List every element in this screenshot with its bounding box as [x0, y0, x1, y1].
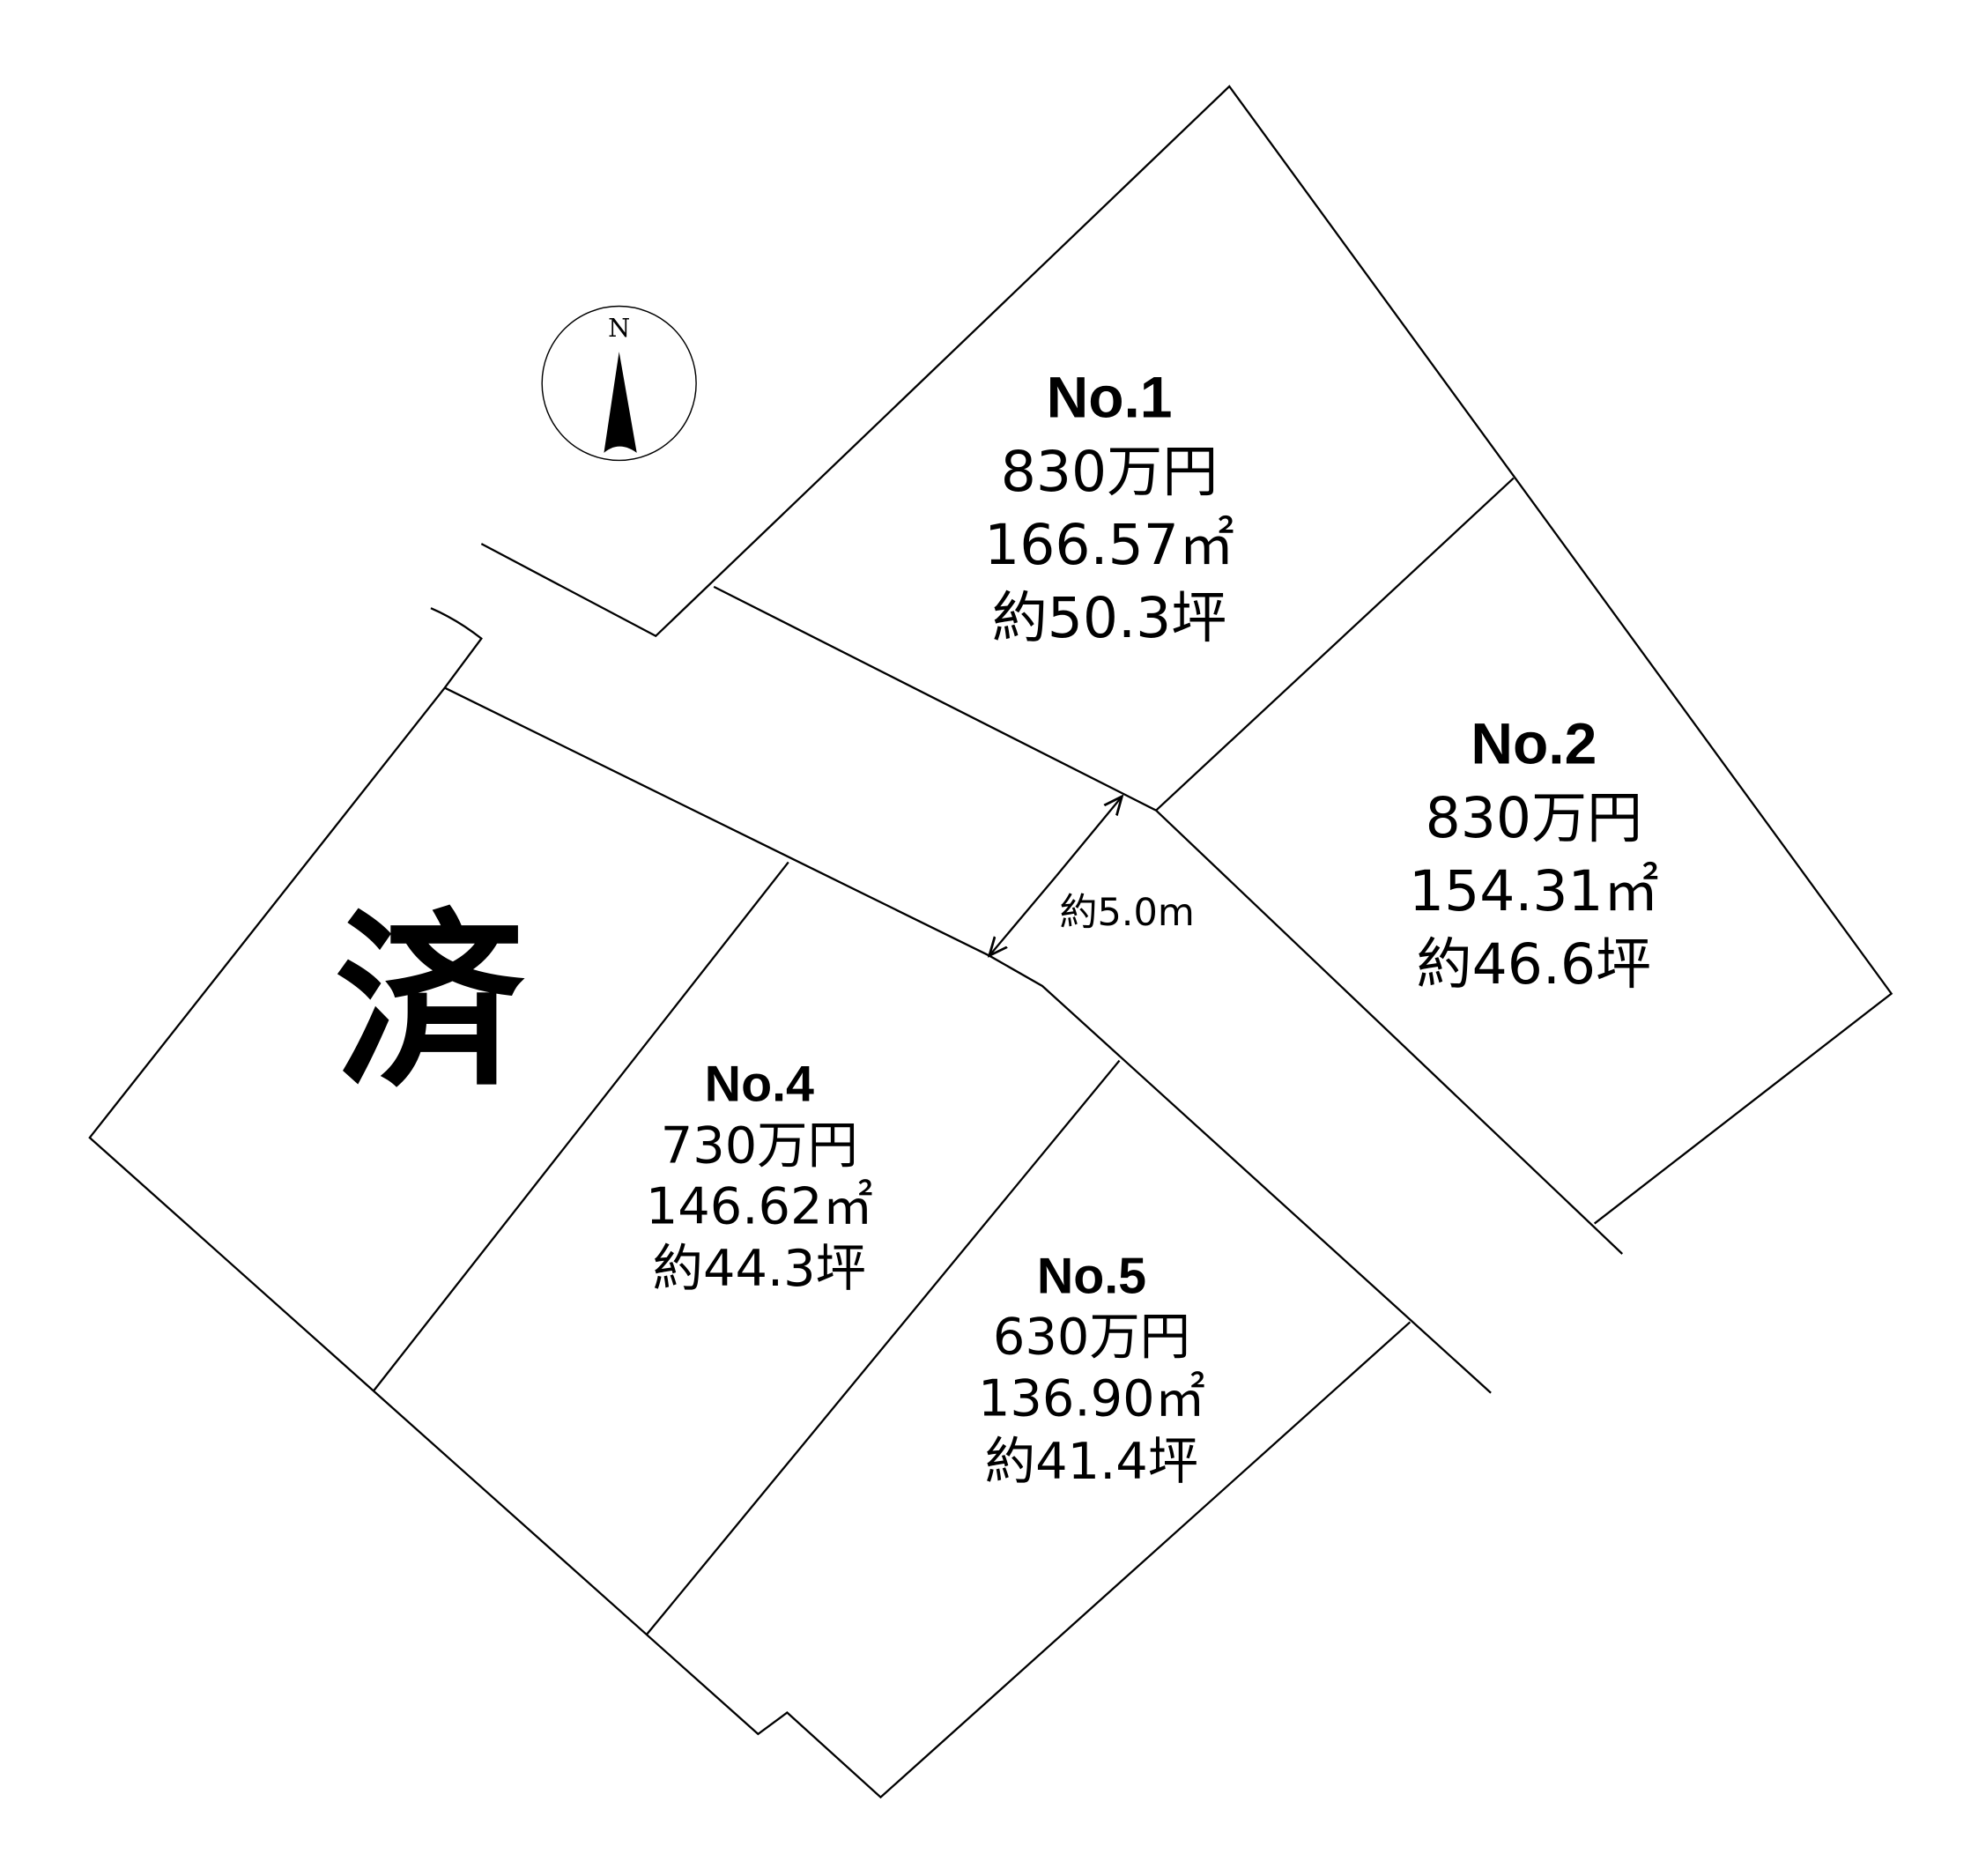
lot-price: 830万円	[1001, 439, 1219, 504]
lot-area: 154.31㎡	[1409, 858, 1659, 923]
lot-boundaries	[88, 85, 1893, 1799]
sold-mark: 済	[335, 892, 525, 1113]
lot-1-road-edge	[713, 585, 1157, 812]
lot-area: 166.57㎡	[984, 512, 1234, 577]
lot-4-5-divider	[646, 1059, 1121, 1635]
lot-1-2-outline	[480, 85, 1893, 1225]
lot-south-outline	[88, 607, 1412, 1799]
lot-price: 630万円	[993, 1307, 1190, 1366]
lot-price: 730万円	[661, 1116, 858, 1175]
lot-1-2-divider	[1155, 477, 1515, 812]
lot-tsubo: 約46.6坪	[1417, 931, 1652, 997]
lot-area: 146.62㎡	[646, 1177, 873, 1236]
lot-5-label: No.5 630万円 136.90㎡ 約41.4坪	[978, 1248, 1205, 1491]
north-compass-icon: N	[541, 305, 697, 462]
road-width-label: 約5.0m	[1059, 891, 1194, 935]
compass-north-label: N	[608, 313, 630, 343]
lot-4-label: No.4 730万円 146.62㎡ 約44.3坪	[646, 1056, 873, 1297]
lot-number: No.2	[1471, 711, 1597, 776]
south-lots-road-edge	[444, 686, 1492, 1394]
lot-number: No.1	[1047, 365, 1173, 430]
lot-number: No.5	[1037, 1248, 1146, 1304]
lot-tsubo: 約50.3坪	[992, 585, 1227, 650]
lot-number: No.4	[705, 1056, 814, 1112]
lot-3-4-divider	[373, 861, 789, 1391]
lot-2-road-edge	[1155, 809, 1624, 1255]
lot-2-label: No.2 830万円 154.31㎡ 約46.6坪	[1409, 711, 1659, 997]
lot-tsubo: 約41.4坪	[985, 1432, 1198, 1491]
lot-1-label: No.1 830万円 166.57㎡ 約50.3坪	[984, 365, 1234, 651]
lot-price: 830万円	[1426, 785, 1643, 850]
lot-area: 136.90㎡	[978, 1369, 1205, 1428]
road-width-dimension: 約5.0m	[989, 797, 1195, 956]
lot-tsubo: 約44.3坪	[653, 1239, 866, 1298]
